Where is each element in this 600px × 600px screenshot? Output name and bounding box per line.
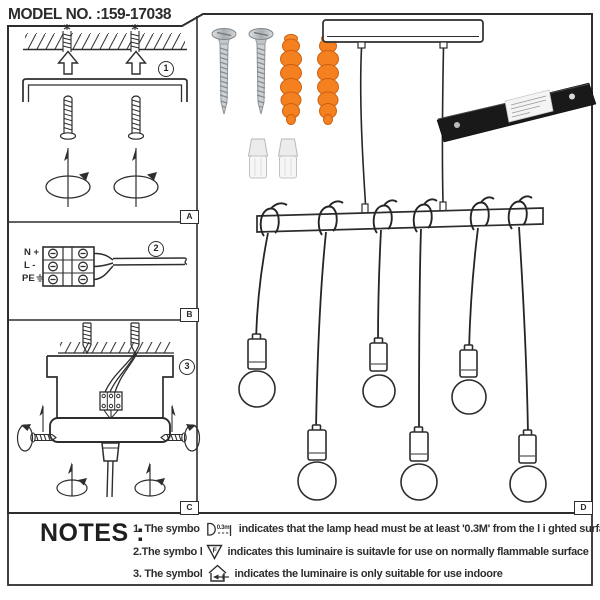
- house-indoor-icon: [209, 565, 230, 583]
- spec-label: [504, 89, 554, 123]
- pendant-bulb: [297, 424, 337, 501]
- note-text: indicates the luminaire is only suitable…: [234, 567, 503, 580]
- hardware-kit: [211, 28, 339, 179]
- pendant-bulb: [451, 344, 487, 415]
- wall-anchor-orange: [317, 34, 339, 125]
- terminal-label-text: L -: [24, 260, 36, 271]
- terminal-block: [42, 246, 95, 287]
- pendant-bulb: [238, 333, 276, 408]
- note-item: 3. The symbol indicates the luminaire is…: [133, 563, 595, 585]
- ceiling-canopy: [322, 19, 484, 49]
- note-item: 1. The symbo 0.3m indicates that the lam…: [133, 518, 600, 540]
- pendant-bulb: [509, 429, 547, 503]
- wire-nut: [247, 138, 269, 179]
- terminal-label-neutral: N +: [24, 247, 39, 258]
- rotation-arrow: [134, 462, 166, 497]
- ceiling-hatch: [25, 33, 185, 49]
- up-arrow-icon: [125, 50, 147, 75]
- small-terminal-block: [99, 391, 123, 411]
- corner-marker-b: B: [180, 308, 199, 322]
- mounting-screw-up: [127, 95, 145, 140]
- black-mounting-bar-photo: [436, 82, 597, 143]
- note-lead: 1. The symbo: [133, 523, 200, 536]
- rotation-arrow: [171, 404, 201, 452]
- note-text: indicates that the lamp head must be at …: [238, 523, 600, 536]
- terminal-label-text: PE: [22, 273, 35, 284]
- wood-beam: [256, 201, 544, 233]
- ceiling-hatch: [60, 342, 172, 353]
- pendant-cords: [255, 226, 529, 436]
- lamp-distance-icon: 0.3m: [206, 522, 231, 536]
- rotation-arrow: [56, 462, 88, 497]
- side-screw-left: [30, 432, 57, 443]
- up-arrow-icon: [57, 50, 79, 75]
- earth-ground-icon: [36, 274, 44, 282]
- canopy-housing: [46, 355, 174, 419]
- step-number-1: 1: [158, 61, 174, 77]
- notes-list: 1. The symbo 0.3m indicates that the lam…: [133, 518, 600, 585]
- step3-canopy-installation-diagram: [16, 322, 201, 498]
- step-number-2: 2: [148, 241, 164, 257]
- mounting-screw-up: [59, 95, 77, 140]
- side-screw-right: [160, 432, 187, 443]
- cord-outlet: [101, 442, 120, 498]
- wire-nut: [277, 138, 299, 179]
- pendant-bulb: [400, 426, 438, 501]
- supply-cable: [93, 252, 188, 281]
- notes-heading: NOTES :: [40, 519, 145, 547]
- note-lead: 2.The symbo l: [133, 545, 203, 558]
- note-lead: 3. The symbol: [133, 567, 203, 580]
- page-frame: [7, 13, 593, 586]
- corner-marker-d: D: [574, 501, 593, 515]
- step-number-3: 3: [179, 359, 195, 375]
- cable-wraps: [259, 195, 533, 237]
- wall-anchor-orange: [280, 34, 302, 125]
- pendant-bulbs: [238, 333, 547, 503]
- corner-marker-a: A: [180, 210, 199, 224]
- corner-marker-c: C: [180, 501, 199, 515]
- pendant-bulb: [362, 337, 396, 408]
- model-number: MODEL NO. :159-17038: [8, 6, 172, 23]
- rotation-arrow: [16, 404, 44, 452]
- step2-wiring-diagram: [42, 246, 188, 287]
- step1-ceiling-mounting-diagram: [22, 24, 188, 207]
- wall-anchor-in-ceiling: [130, 24, 140, 52]
- note-text: indicates this luminaire is suitavle for…: [227, 545, 589, 558]
- connection-wires: [103, 352, 138, 419]
- rotation-arrow: [113, 148, 159, 207]
- screw-photo: [211, 28, 237, 115]
- rotation-arrow: [45, 148, 91, 207]
- mounting-bracket: [22, 78, 188, 102]
- wall-anchor-in-ceiling: [62, 24, 72, 52]
- terminal-label-live: L -: [24, 260, 35, 271]
- support-cable: [359, 47, 445, 205]
- terminal-label-earth: PE: [22, 273, 44, 284]
- distance-value: 0.3m: [216, 525, 228, 531]
- terminal-label-text: N +: [24, 247, 40, 258]
- flammable-triangle-f-icon: F: [206, 544, 224, 560]
- note-item: 2.The symbo l F indicates this luminaire…: [133, 540, 595, 562]
- canopy-base-plate: [49, 417, 171, 443]
- screw-photo: [248, 28, 274, 115]
- triangle-letter: F: [213, 547, 218, 554]
